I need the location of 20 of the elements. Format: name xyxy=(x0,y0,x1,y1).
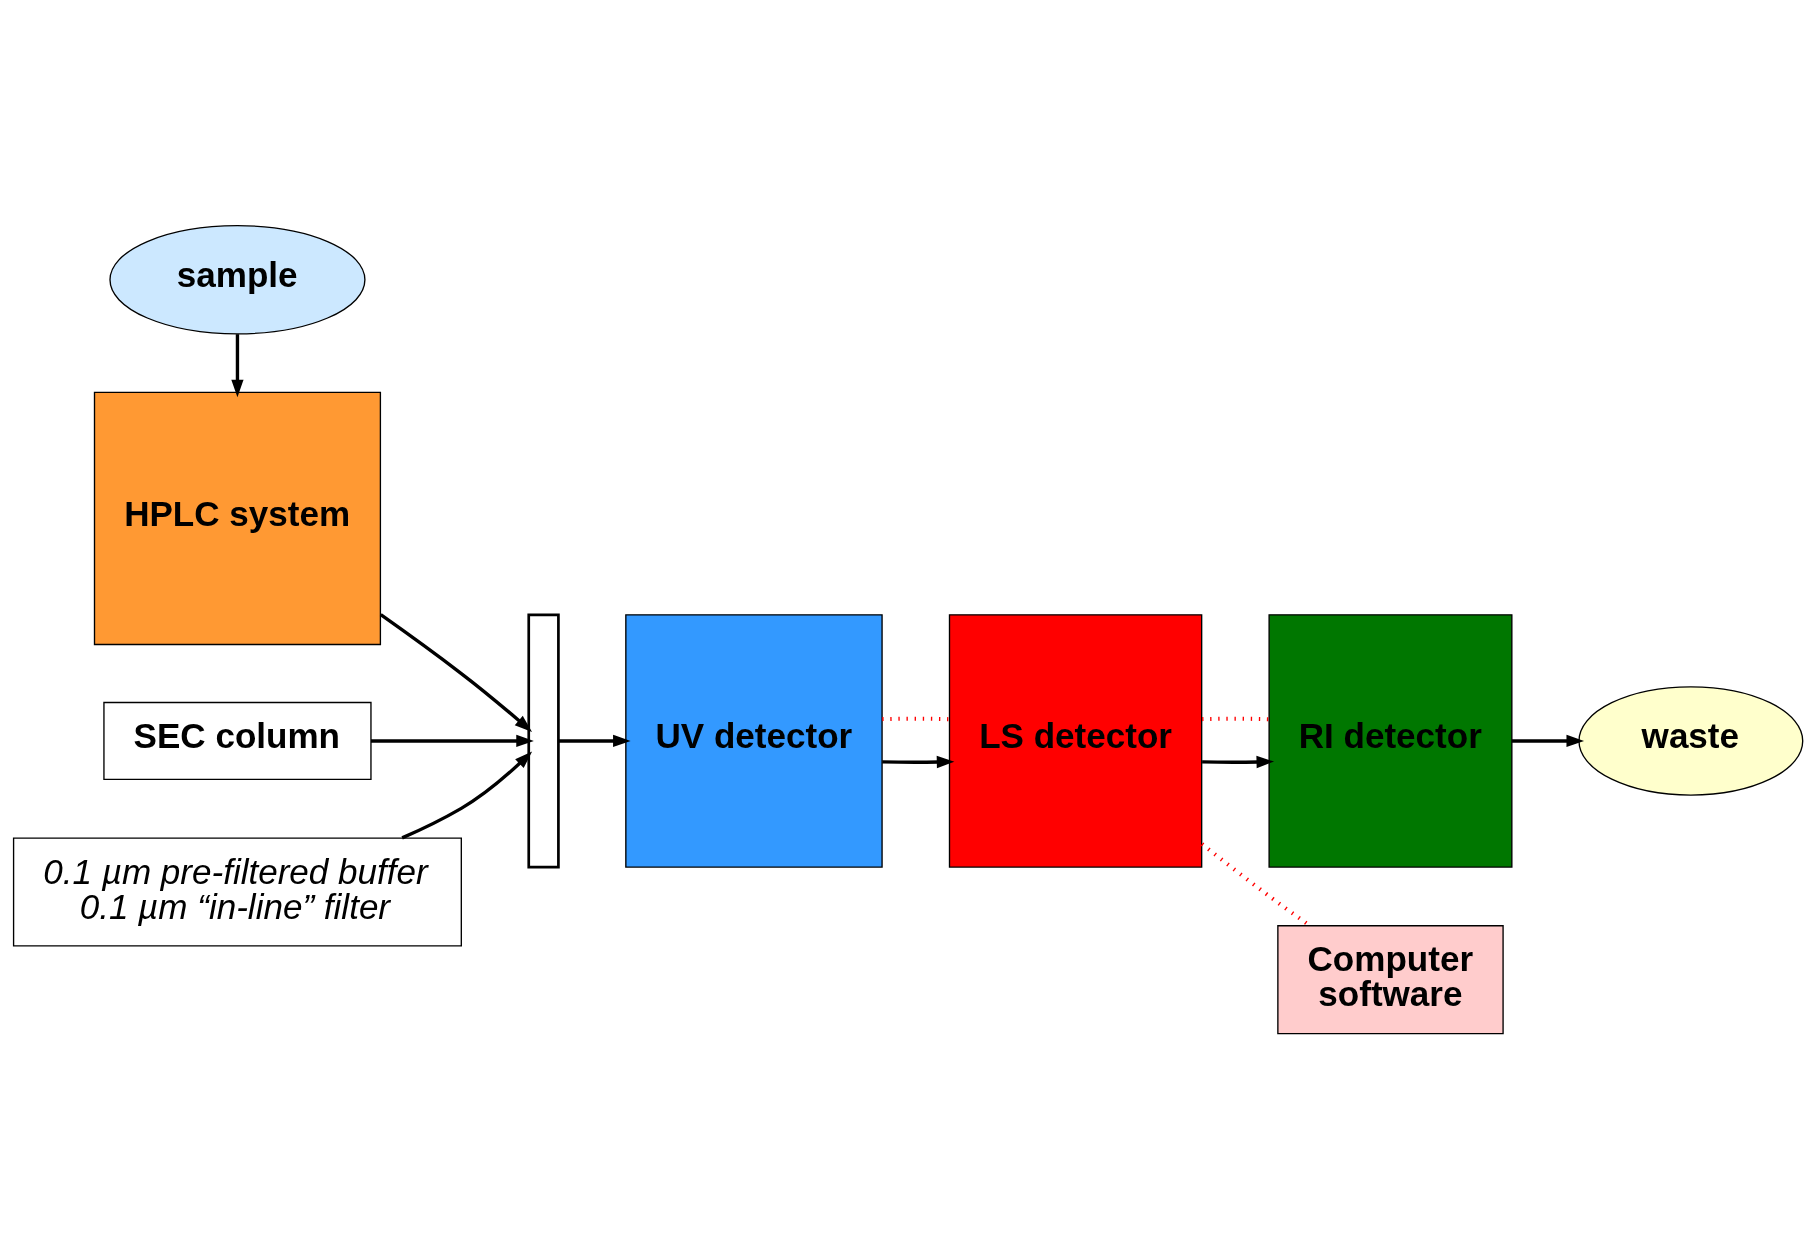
node-box: LS detector xyxy=(948,613,1203,868)
connector xyxy=(1202,716,1270,721)
node-box: SEC column xyxy=(103,701,372,780)
connector xyxy=(882,716,950,721)
arrow xyxy=(379,612,533,732)
arrow xyxy=(1512,734,1585,747)
node-ellipse: waste xyxy=(1578,685,1804,796)
arrow xyxy=(371,734,534,747)
node-box: Computer software xyxy=(1277,924,1504,1034)
node-box: HPLC system xyxy=(93,391,382,645)
node-box: UV detector xyxy=(625,613,883,868)
arrow xyxy=(401,750,533,839)
arrow xyxy=(1202,755,1275,768)
arrow xyxy=(231,333,244,397)
arrow xyxy=(558,734,631,747)
node-bar xyxy=(527,613,560,868)
arrow xyxy=(882,755,955,768)
node-ellipse: sample xyxy=(109,224,366,335)
node-box: 0.1 µm pre-filtered buffer 0.1 µm “in-line” filter xyxy=(12,836,462,947)
node-box: RI detector xyxy=(1268,613,1513,868)
